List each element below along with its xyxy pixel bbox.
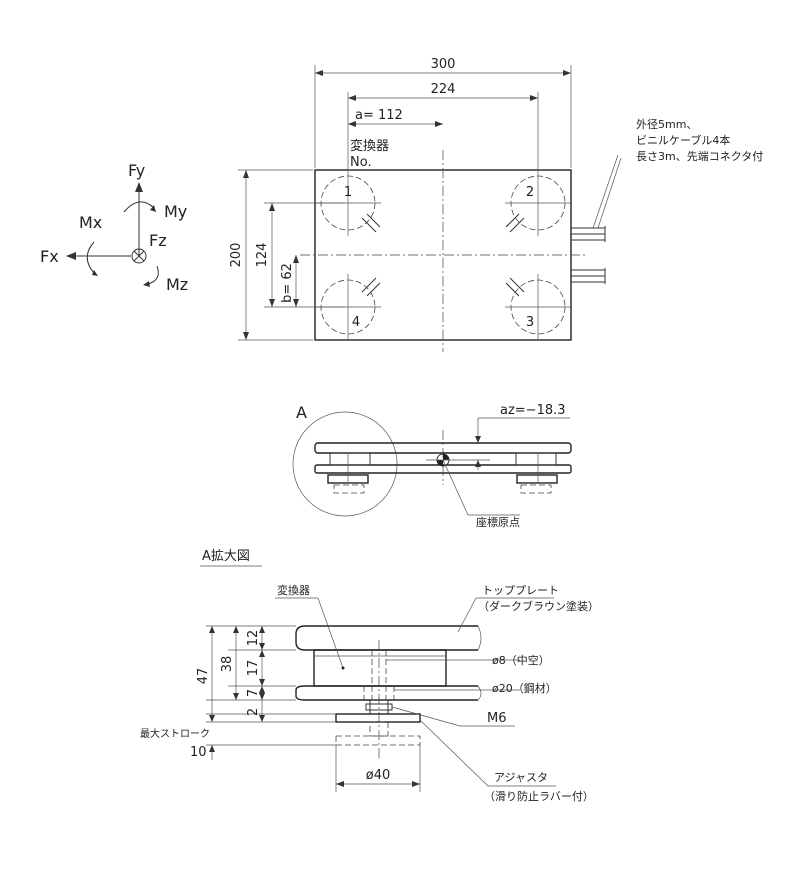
dim-47: 47 — [196, 668, 211, 685]
dim-b-label: b= 62 — [280, 263, 295, 303]
label-mx: Mx — [79, 213, 102, 232]
dim-12: 12 — [246, 630, 261, 647]
sensor-number-2: 2 — [526, 185, 534, 200]
label-fz: Fz — [149, 231, 167, 250]
sensor-number-4: 4 — [352, 315, 360, 330]
dim-2: 2 — [246, 708, 261, 716]
cable-note-line-1: 外径5mm、 — [636, 118, 697, 131]
side-view: A az=−18.3 座標原点 — [292, 403, 572, 529]
dim-200-label: 200 — [229, 243, 244, 268]
dim-7: 7 — [246, 689, 261, 697]
dim-a-label: a= 112 — [355, 108, 403, 123]
dia-40: ø40 — [366, 768, 391, 783]
dimension-124: 124 — [255, 202, 345, 308]
hole-8-label: ø8（中空） — [492, 653, 550, 667]
detail-a-circle — [292, 411, 398, 517]
sensor-number-3: 3 — [526, 315, 534, 330]
origin-label: 座標原点 — [476, 515, 520, 529]
detail-title: A拡大図 — [202, 549, 250, 564]
cable-note-line-2: ビニルケーブル4本 — [636, 133, 730, 147]
label-my: My — [164, 202, 187, 221]
mx-moment-arrow-icon — [86, 241, 96, 275]
label-mz: Mz — [166, 275, 188, 294]
adjuster-label: アジャスタ — [494, 771, 548, 784]
stroke-value: 10 — [190, 745, 207, 760]
dimension-b: b= 62 — [280, 255, 299, 307]
detail-view: A拡大図 変換器 トッププレート （ダークブラウン塗装） — [140, 549, 599, 803]
dim-38: 38 — [220, 656, 235, 673]
hole-20-label: ø20（鋼材） — [492, 681, 557, 695]
sensor-3: 3 — [505, 274, 571, 340]
dim-124-label: 124 — [255, 243, 270, 268]
fz-into-page-icon — [131, 248, 147, 264]
dim-17: 17 — [246, 660, 261, 677]
sensor-2: 2 — [505, 170, 571, 236]
coordinate-axes: Fy My Mx Fz Fx Mz — [40, 161, 188, 294]
az-label: az=−18.3 — [500, 403, 566, 418]
mz-moment-arrow-icon — [147, 265, 159, 285]
detail-transducer-label: 変換器 — [277, 583, 310, 597]
top-plate-note: （ダークブラウン塗装） — [478, 599, 599, 613]
transducer-no-label: No. — [350, 155, 372, 170]
label-fy: Fy — [128, 161, 145, 180]
my-moment-arrow-icon — [123, 201, 155, 213]
dimension-224: 224 — [347, 82, 539, 170]
transducer-label: 変換器 — [350, 138, 389, 154]
dimension-a: a= 112 — [348, 108, 443, 127]
cable-note-line-3: 長さ3m、先端コネクタ付 — [636, 150, 763, 163]
label-fx: Fx — [40, 247, 59, 266]
dim-224-label: 224 — [431, 82, 456, 97]
fy-arrow-icon — [135, 182, 143, 192]
max-stroke-label: 最大ストローク — [140, 727, 210, 740]
fx-arrow-icon — [66, 252, 76, 260]
top-view: 1 2 3 4 — [229, 57, 763, 352]
dimension-200: 200 — [229, 169, 313, 341]
bolt-label: M6 — [487, 711, 507, 726]
dimension-300: 300 — [314, 57, 572, 168]
adjuster-note: （滑り防止ラバー付） — [484, 789, 594, 803]
cables — [571, 154, 622, 284]
sensor-number-1: 1 — [344, 185, 352, 200]
detail-a-letter: A — [296, 403, 307, 422]
top-plate-label: トッププレート — [482, 584, 559, 597]
dim-300-label: 300 — [431, 57, 456, 72]
